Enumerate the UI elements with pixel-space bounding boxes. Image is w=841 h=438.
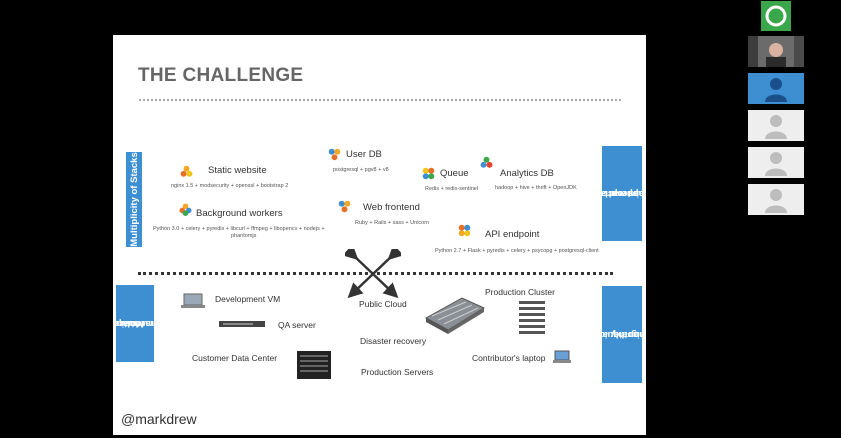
hw-contributors-laptop: Contributor's laptop bbox=[472, 353, 546, 363]
person-icon bbox=[765, 188, 787, 213]
server-stack-icon bbox=[519, 301, 545, 334]
hw-qa-server: QA server bbox=[278, 320, 316, 330]
twitter-handle: @markdrew bbox=[121, 411, 197, 427]
laptop-icon bbox=[181, 293, 205, 308]
hw-production-cluster: Production Cluster bbox=[485, 287, 555, 297]
stack-icon bbox=[458, 224, 471, 237]
hw-customer-data-center: Customer Data Center bbox=[192, 353, 278, 363]
server-tower-icon bbox=[297, 351, 331, 379]
stack-queue: Queue bbox=[440, 168, 469, 179]
participant-tile[interactable] bbox=[748, 73, 804, 104]
section-divider bbox=[138, 272, 613, 275]
services-interact-label: Do services and apps interact appropriat… bbox=[578, 146, 646, 241]
stack-user-db: User DB bbox=[346, 149, 382, 160]
stack-analytics-db: Analytics DB bbox=[500, 168, 554, 179]
hw-production-servers: Production Servers bbox=[361, 367, 434, 377]
stack-background-workers: Background workers bbox=[196, 208, 283, 219]
multiplicity-of-hardware-label: Multiplicity of hardware environments bbox=[113, 285, 188, 362]
presenter-video bbox=[748, 36, 804, 67]
stack-icon bbox=[180, 165, 193, 177]
hw-disaster-recovery: Disaster recovery bbox=[360, 336, 427, 346]
slide-title: THE CHALLENGE bbox=[138, 65, 304, 86]
participant-tile[interactable] bbox=[748, 184, 804, 215]
participant-tile[interactable] bbox=[748, 0, 804, 31]
stack-background-workers-sub: Python 3.0 + celery + pyredis + libcurl … bbox=[153, 226, 325, 232]
ring-logo-icon bbox=[761, 0, 791, 31]
stack-icon bbox=[328, 148, 341, 161]
title-divider bbox=[139, 99, 621, 101]
presentation-slide: THE CHALLENGE Multiplicity of Stacks Do … bbox=[113, 35, 646, 435]
participant-tile[interactable] bbox=[748, 110, 804, 141]
stack-icon bbox=[422, 167, 435, 180]
stack-static-website: Static website bbox=[208, 165, 267, 176]
stack-queue-sub: Redis + redis-sentinel bbox=[425, 186, 479, 192]
can-i-migrate-label: Can I migrate smoothly and quickly? bbox=[581, 286, 646, 383]
hw-public-cloud: Public Cloud bbox=[359, 299, 407, 309]
stack-user-db-sub: postgresql + pgv8 + v8 bbox=[333, 167, 389, 173]
participant-tile[interactable] bbox=[748, 36, 804, 67]
participant-tile[interactable] bbox=[748, 147, 804, 178]
stack-icon bbox=[179, 203, 192, 216]
stack-analytics-db-sub: hadoop + hive + thrift + OpenJDK bbox=[495, 185, 577, 191]
stack-static-website-sub: nginx 1.5 + modsecurity + openssl + boot… bbox=[171, 183, 289, 189]
stack-web-frontend: Web frontend bbox=[363, 202, 420, 213]
person-icon bbox=[765, 114, 787, 139]
rack-server-icon bbox=[219, 321, 265, 327]
stack-icon bbox=[480, 156, 493, 168]
stack-api-endpoint-sub: Python 2.7 + Flask + pyredis + celery + … bbox=[435, 248, 599, 254]
laptop-icon bbox=[553, 350, 571, 363]
stack-web-frontend-sub: Ruby + Rails + sass + Unicorn bbox=[355, 220, 430, 226]
server-cluster-icon bbox=[424, 297, 486, 334]
stack-api-endpoint: API endpoint bbox=[485, 229, 540, 240]
stack-background-workers-sub2: phantomjs bbox=[231, 233, 257, 239]
person-icon bbox=[765, 77, 787, 102]
person-icon bbox=[765, 151, 787, 176]
hw-development-vm: Development VM bbox=[215, 294, 281, 304]
stack-icon bbox=[338, 200, 351, 213]
multiplicity-of-stacks-label: Multiplicity of Stacks bbox=[126, 152, 142, 247]
